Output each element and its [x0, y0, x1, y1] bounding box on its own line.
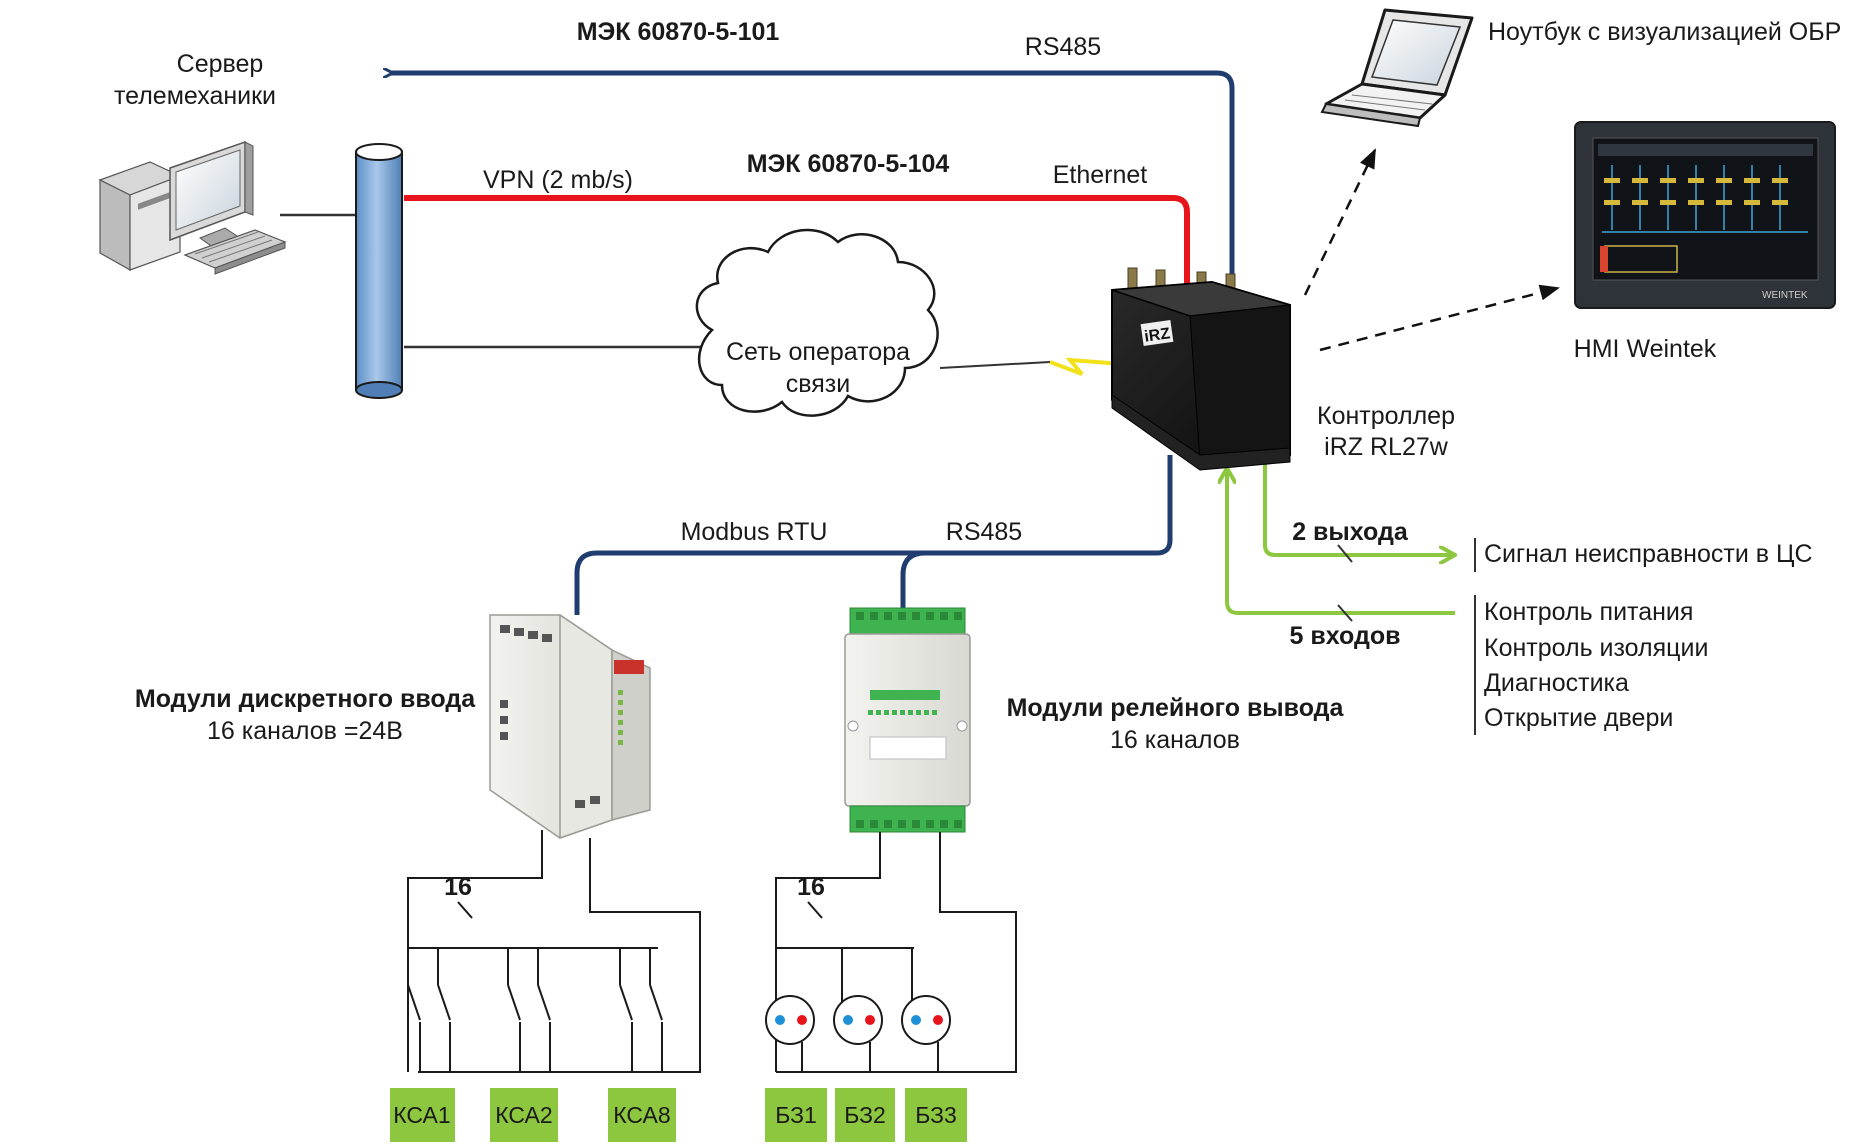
bz-3-label: БЗ3 — [915, 1102, 957, 1128]
inputs-label: 5 входов — [1290, 622, 1401, 650]
di-wiring — [407, 830, 701, 1073]
hmi-brand: WEINTEK — [1762, 290, 1808, 301]
server-label-line2: телемеханики — [114, 82, 276, 110]
hmi-panel-icon: WEINTEK — [1574, 121, 1836, 309]
laptop-icon — [1320, 8, 1474, 128]
cloud-to-router-line — [939, 361, 1051, 369]
server-label-line1: Сервер — [177, 50, 264, 78]
controller-label-line1: Контроллер — [1317, 402, 1455, 430]
ksa-terminals: КСА1 КСА2 КСА8 — [390, 1088, 676, 1142]
bz-2-label: БЗ2 — [844, 1102, 886, 1128]
inputs-line — [1227, 468, 1455, 615]
modbus-line — [574, 455, 1173, 615]
input-signal-3: Диагностика — [1484, 669, 1629, 697]
cloud-icon — [695, 228, 939, 417]
ksa-2-label: КСА2 — [495, 1102, 552, 1128]
input-signal-4: Открытие двери — [1484, 704, 1673, 732]
ksa-8-label: КСА8 — [613, 1102, 670, 1128]
iec101-line — [390, 73, 1235, 287]
ksa-1-label: КСА1 — [393, 1102, 450, 1128]
output-signal-label: Сигнал неисправности в ЦС — [1484, 540, 1813, 568]
di-module-icon — [489, 613, 651, 840]
iec104-line — [404, 195, 1190, 287]
relay-count-label: 16 — [797, 873, 825, 901]
cloud-label-line2: связи — [786, 370, 850, 398]
ethernet-label: Ethernet — [1053, 161, 1148, 189]
desktop-computer-icon — [98, 140, 287, 275]
iec101-label: МЭК 60870-5-101 — [577, 18, 780, 46]
input-signal-2: Контроль изоляции — [1484, 634, 1708, 662]
controller-label-line2: iRZ RL27w — [1324, 433, 1449, 461]
irz-logo: iRZ — [1143, 325, 1171, 345]
inputs-tick — [1337, 604, 1353, 622]
router-icon: iRZ — [1111, 267, 1291, 471]
di-module-sub: 16 каналов =24В — [207, 717, 403, 745]
modbus-branch-relay — [900, 550, 926, 612]
cloud-label-line1: Сеть оператора — [726, 338, 910, 366]
hmi-label: HMI Weintek — [1574, 335, 1717, 363]
bz-1-label: БЗ1 — [775, 1102, 817, 1128]
relay-module-title: Модули релейного вывода — [1007, 694, 1345, 722]
iec104-label: МЭК 60870-5-104 — [747, 150, 950, 178]
vpn-label: VPN (2 mb/s) — [483, 166, 633, 194]
relay-wiring — [775, 832, 1017, 1073]
modbus-label: Modbus RTU — [681, 518, 828, 546]
bus-cylinder-icon — [355, 143, 403, 399]
rs485-top-label: RS485 — [1025, 33, 1101, 61]
input-signal-1: Контроль питания — [1484, 598, 1693, 626]
outputs-tick — [1337, 544, 1353, 563]
relay-module-icon — [844, 607, 971, 833]
outputs-label: 2 выхода — [1292, 518, 1409, 546]
relay-module-sub: 16 каналов — [1110, 726, 1240, 754]
di-count-label: 16 — [444, 873, 472, 901]
di-module-title: Модули дискретного ввода — [135, 685, 476, 713]
laptop-label: Ноутбук с визуализацией ОБР — [1488, 18, 1841, 46]
outputs-line — [1263, 460, 1455, 555]
rs485-bottom-label: RS485 — [946, 518, 1022, 546]
router-to-hmi-arrow — [1319, 284, 1560, 352]
indicator-lamps — [765, 995, 951, 1045]
bz-terminals: БЗ1 БЗ2 БЗ3 — [765, 1088, 967, 1142]
lightning-icon — [1049, 357, 1123, 376]
router-to-laptop-arrow — [1303, 148, 1377, 296]
